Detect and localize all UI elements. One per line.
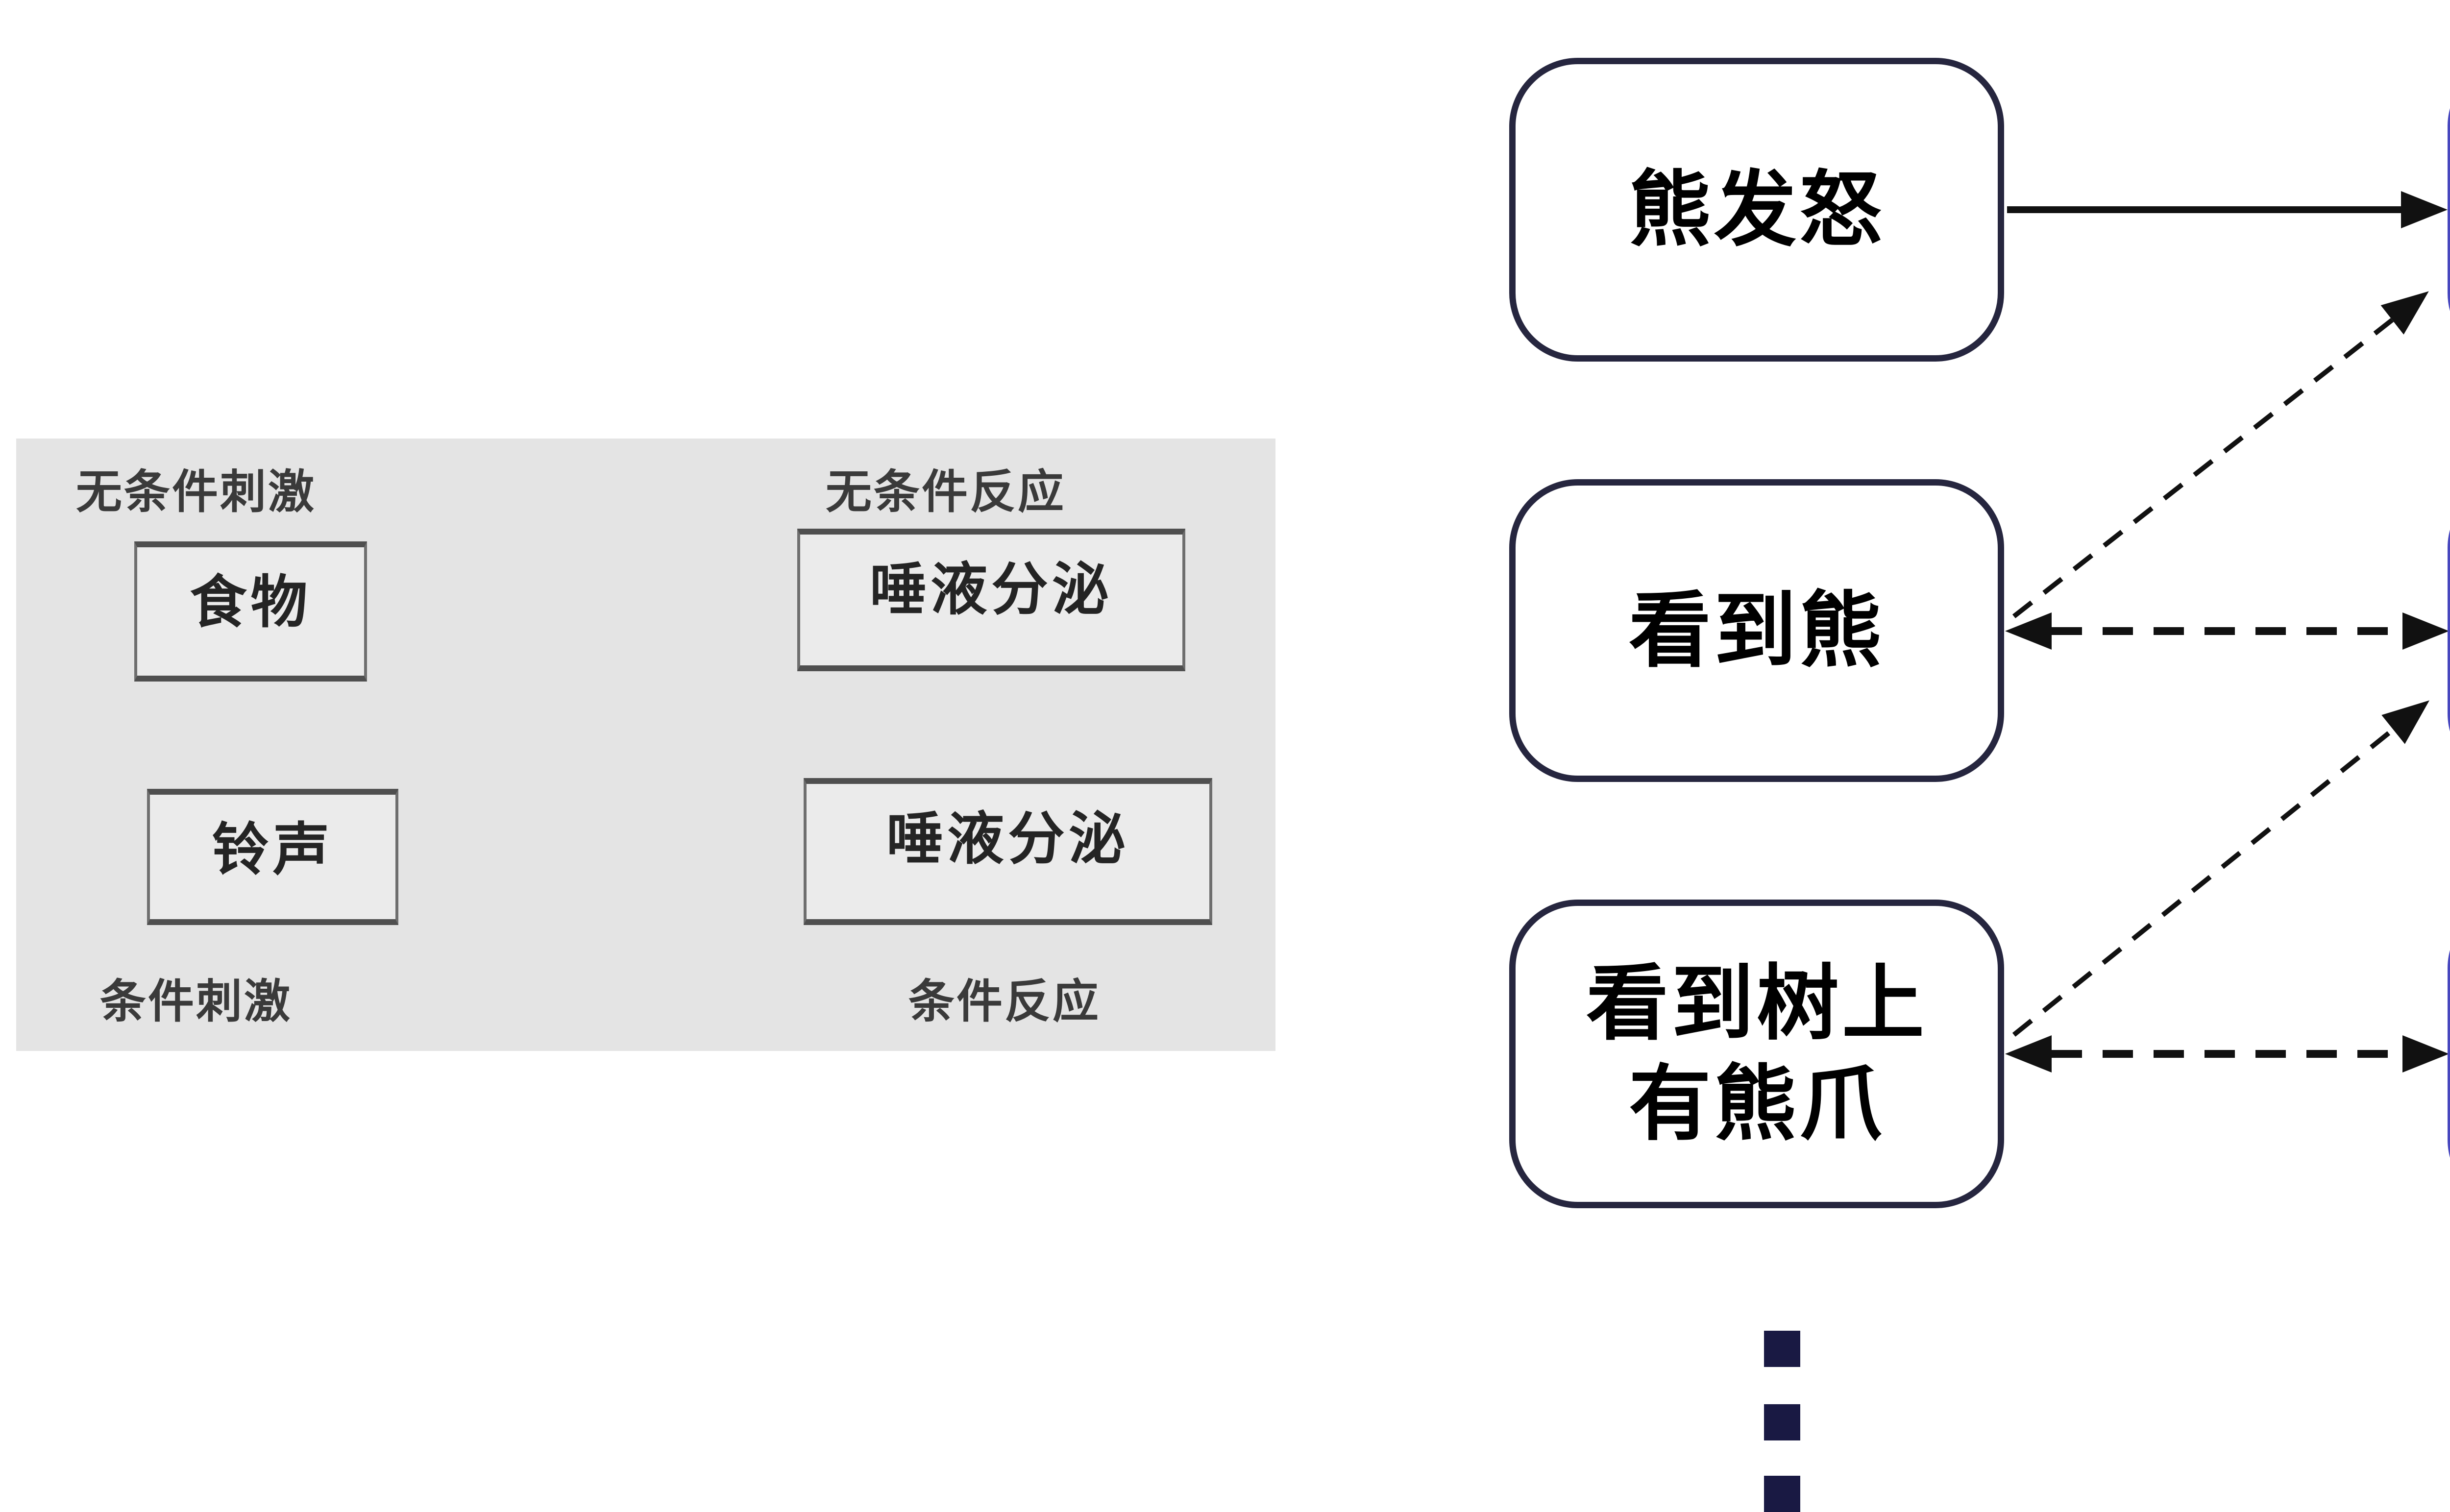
label-unconditioned-stimulus: 无条件刺激 [75,465,316,519]
state-box-bear-anger: 熊发怒 [1509,58,2004,362]
label-conditioned-stimulus: 条件刺激 [99,975,292,1028]
state-label: 熊发怒 [1629,161,1885,258]
label-conditioned-response: 条件反应 [908,975,1101,1028]
state-label-line1: 看到树上 [1586,955,1927,1052]
state-label: 看到熊 [1629,582,1885,679]
dashed-arrow-see-claw-to-v-sprime [2012,700,2430,1037]
dashed-arrow-see-bear-to-reward [2012,291,2429,618]
salivation-bottom-box: 唾液分泌 [804,778,1212,925]
state-box-see-bear: 看到熊 [1509,479,2004,782]
state-label-line2: 有熊爪 [1629,1056,1885,1152]
bell-box: 铃声 [147,789,398,925]
food-box: 食物 [134,541,367,682]
salivation-top-box: 唾液分泌 [797,529,1185,671]
state-box-see-claw: 看到树上 有熊爪 [1509,900,2004,1208]
label-unconditioned-response: 无条件反应 [825,465,1066,519]
